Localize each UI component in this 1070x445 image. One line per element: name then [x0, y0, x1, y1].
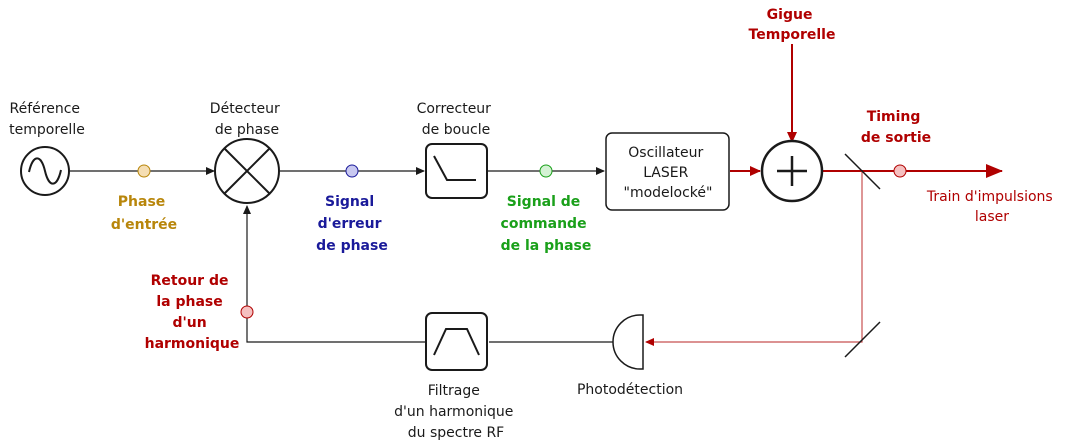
loop-filter-label: Correcteur de boucle	[417, 101, 496, 138]
oscillator-box	[605, 132, 730, 211]
sine-wave-icon	[20, 146, 70, 196]
bandpass-label: Filtrage d'un harmonique du spectre RF	[394, 383, 518, 441]
detector-label: Détecteur de phase	[210, 101, 284, 138]
multiplier-x-icon	[214, 138, 280, 204]
reference-label: Référence temporelle	[9, 101, 85, 138]
lowpass-filter-icon	[425, 143, 488, 199]
output-label: Train d'impulsions laser	[926, 189, 1057, 225]
command-probe	[539, 164, 553, 178]
wire-mirror-to-photodiode	[645, 171, 863, 346]
phase-in-probe	[137, 164, 151, 178]
timing-probe	[893, 164, 907, 178]
oscillator-label: Oscillateur LASER "modelocké"	[624, 145, 713, 201]
timing-label: Timing de sortie	[861, 109, 931, 146]
feedback-label: Retour de la phase d'un harmonique	[145, 273, 240, 352]
feedback-probe	[240, 305, 254, 319]
wire-bandpass-to-detector	[243, 205, 425, 343]
photodetector-icon	[612, 314, 644, 370]
plus-icon	[760, 139, 824, 203]
command-label: Signal de commande de la phase	[501, 194, 592, 254]
error-probe	[345, 164, 359, 178]
jitter-label: Gigue Temporelle	[749, 7, 836, 43]
photodetection-label: Photodétection	[577, 382, 683, 398]
mirror-icon	[844, 321, 881, 358]
bandpass-filter-icon	[425, 312, 488, 371]
mirror-icon	[844, 153, 881, 190]
phase-in-label: Phase d'entrée	[111, 194, 177, 233]
error-label: Signal d'erreur de phase	[316, 194, 388, 254]
